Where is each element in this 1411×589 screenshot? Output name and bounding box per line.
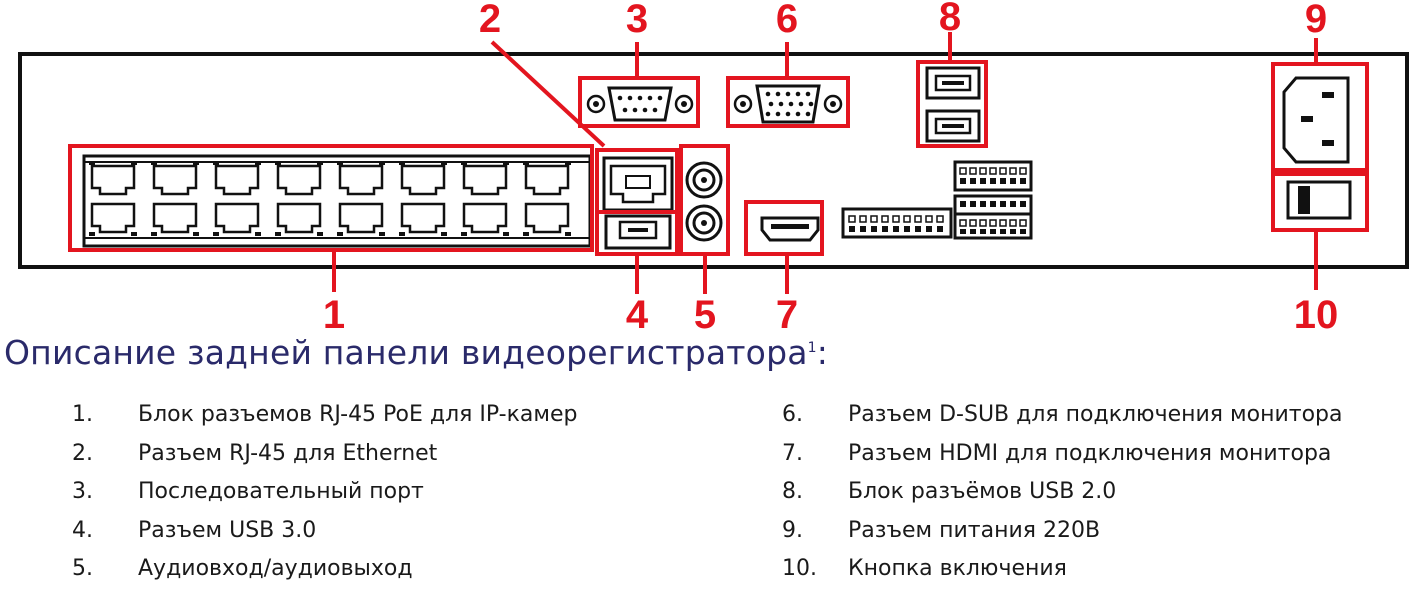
dsub-vga-port [726, 76, 850, 128]
callout-2: 2 [479, 0, 501, 41]
rj45-port [90, 202, 136, 234]
rj45-port [90, 164, 136, 196]
rj45-port [214, 164, 260, 196]
power-switch [1271, 172, 1369, 232]
page-title: Описание задней панели видеорегистратора… [4, 333, 829, 372]
rj45-port [152, 164, 198, 196]
rj45-port [400, 202, 446, 234]
terminal-blocks [841, 160, 1033, 240]
panel-outline [18, 52, 1409, 269]
callout-7: 7 [776, 293, 798, 330]
callout-3: 3 [626, 0, 648, 41]
rj45-port [214, 202, 260, 234]
rj45-port [338, 164, 384, 196]
rj45-port [276, 202, 322, 234]
footnote-marker: 1 [807, 340, 817, 356]
dsub-vga-pins [765, 91, 814, 117]
leader-lines [332, 32, 1318, 294]
rj45-port [524, 164, 570, 196]
rj45-poe-ports [89, 161, 571, 236]
rj45-port [276, 164, 322, 196]
callout-9: 9 [1305, 0, 1327, 41]
serial-port [578, 76, 700, 128]
rj45-port [338, 202, 384, 234]
rj45-port [524, 202, 570, 234]
callout-1: 1 [323, 293, 345, 330]
usb2-block [916, 60, 988, 148]
serial-port-pins [617, 95, 663, 113]
callout-4: 4 [626, 293, 649, 330]
usb3-port [595, 210, 679, 256]
callout-8: 8 [939, 0, 961, 39]
power-socket [1271, 62, 1369, 172]
rj45-port [400, 164, 446, 196]
rj45-port [462, 164, 508, 196]
callout-10: 10 [1294, 293, 1339, 330]
callout-6: 6 [776, 0, 798, 41]
rj45-port [152, 202, 198, 234]
rj45-ethernet-port [595, 148, 679, 214]
callout-5: 5 [694, 293, 716, 330]
hdmi-port [744, 200, 824, 256]
rear-panel-diagram: 1 2 3 4 5 6 7 8 9 10 [18, 0, 1409, 330]
audio-jacks [679, 144, 730, 256]
rj45-port [462, 202, 508, 234]
rj45-poe-block [68, 144, 594, 252]
